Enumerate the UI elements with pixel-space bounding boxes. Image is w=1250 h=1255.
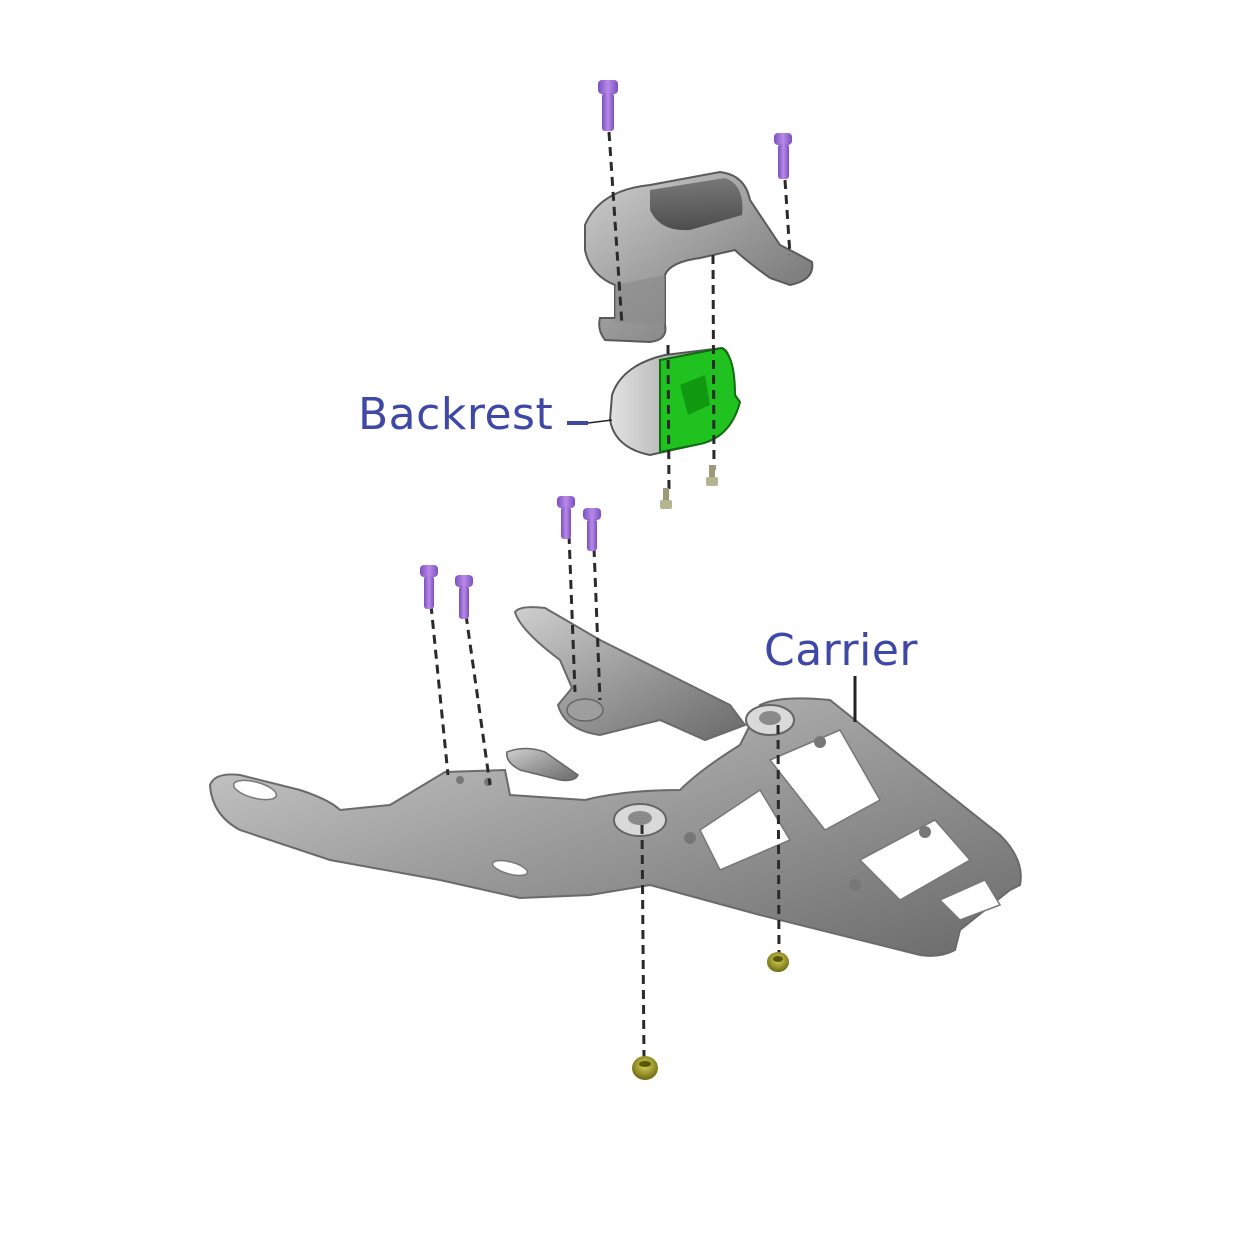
- leader-lines: [567, 419, 857, 722]
- bolt-icon: [420, 565, 438, 609]
- bolt-icon: [583, 508, 601, 551]
- small-bolt-icon: [660, 488, 672, 509]
- bolt-icon: [455, 575, 473, 619]
- bolt-icon: [598, 80, 618, 131]
- small-bolt-icon-group: [660, 465, 718, 509]
- nut-icon: [632, 1056, 658, 1080]
- bolt-icon: [557, 496, 575, 539]
- cover-plate: [506, 747, 579, 782]
- assembly-lines: [429, 131, 792, 1061]
- backrest-pad: [608, 346, 742, 457]
- nut-icon-group: [632, 952, 789, 1080]
- carrier-frame: [208, 606, 1022, 957]
- backrest-label: Backrest: [358, 389, 554, 440]
- nut-icon: [767, 952, 789, 972]
- backrest-bracket: [584, 170, 814, 344]
- bolt-icon: [774, 133, 792, 179]
- bolt-icon-group: [420, 80, 792, 619]
- carrier-label: Carrier: [764, 625, 918, 676]
- small-bolt-icon: [706, 465, 718, 486]
